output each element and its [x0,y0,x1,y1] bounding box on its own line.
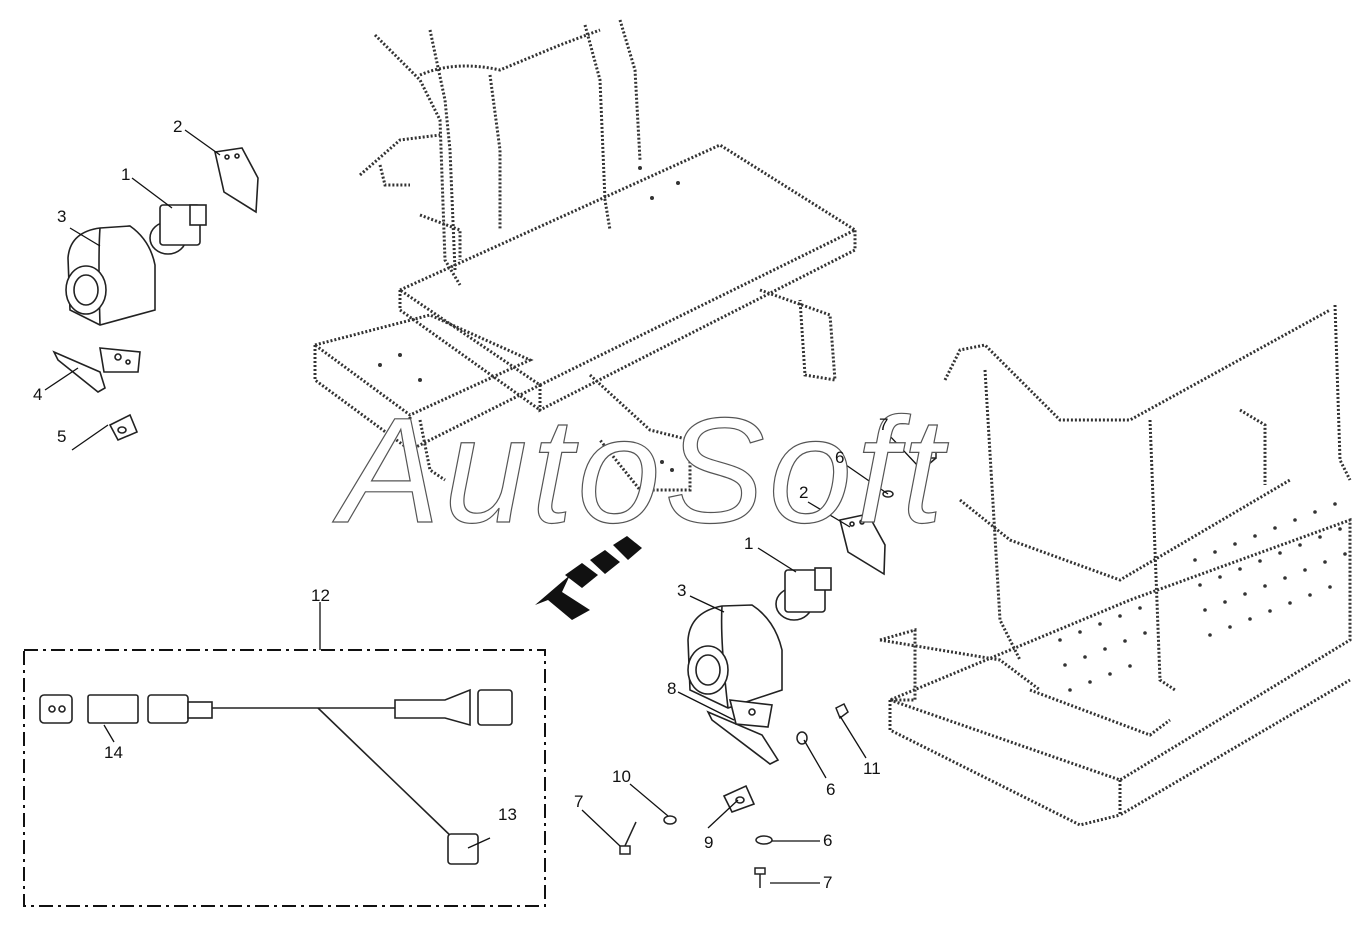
callout-12: 12 [311,586,330,605]
callout-9: 9 [704,833,714,852]
machine-frame-lower [879,304,1352,827]
machine-frame-upper [311,19,859,492]
callout-11: 11 [863,759,881,778]
callout-6-mid: 6 [826,780,836,799]
callout-1-lower: 1 [744,534,754,553]
callout-6-bottom: 6 [823,831,833,850]
callout-2-upper: 2 [173,117,183,136]
fasteners [619,451,937,888]
callout-7-top: 7 [879,415,889,434]
callout-4-upper: 4 [33,385,43,404]
leader-lines [44,129,919,884]
callout-6-top: 6 [835,448,845,467]
lamp-housing-upper [65,225,156,326]
bracket-plate-lower [839,513,886,576]
callout-8: 8 [667,679,677,698]
callout-14: 14 [104,743,123,762]
callout-1-upper: 1 [121,165,131,184]
harness-kit [39,688,513,865]
bracket-plate-upper [214,147,259,214]
work-lamp-lower [775,567,832,621]
callout-7-bottom: 7 [823,873,833,892]
callout-2-lower: 2 [799,483,809,502]
callout-13: 13 [498,805,517,824]
mounting-bracket-lower [706,699,780,765]
work-lamp-upper [149,204,207,255]
watermark-text: AutoSoft [339,386,948,554]
callout-3-lower: 3 [677,581,687,600]
callout-10: 10 [612,767,631,786]
callout-5-upper: 5 [57,427,67,446]
direction-arrow [535,536,642,620]
callout-7-left: 7 [574,792,584,811]
lamp-housing-lower [687,604,783,709]
platform-holes [1058,502,1347,692]
mounting-bracket-upper [52,347,141,393]
frame-holes-upper [378,166,680,472]
clip-upper [108,413,139,442]
callout-3-upper: 3 [57,207,67,226]
harness-kit-boundary [23,649,546,907]
